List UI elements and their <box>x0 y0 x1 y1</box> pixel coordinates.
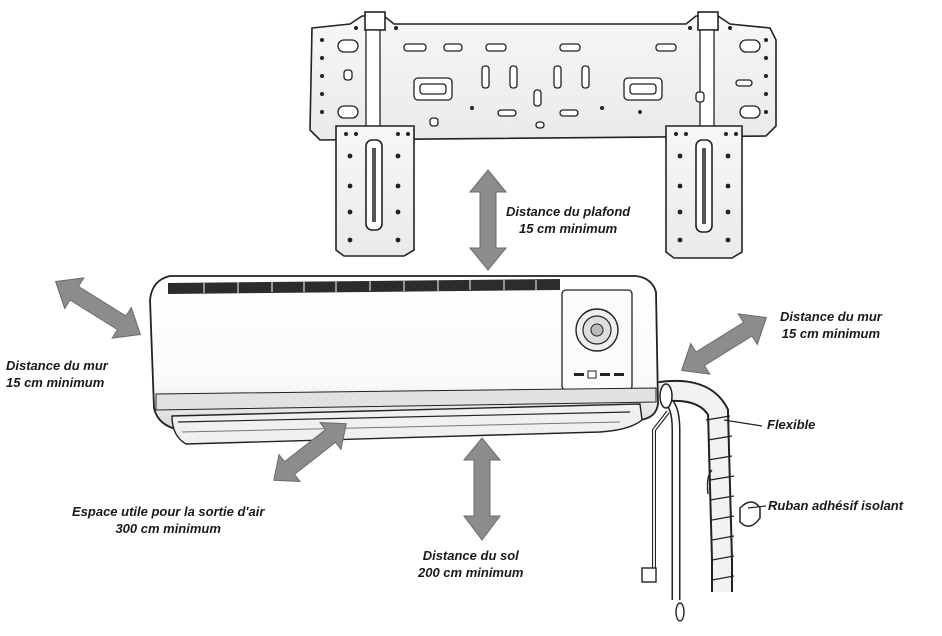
ceiling-distance-title: Distance du plafond <box>506 204 631 219</box>
air-outlet-space-title: Espace utile pour la sortie d'air <box>72 504 265 519</box>
wall-left-distance-title: Distance du mur <box>6 358 108 373</box>
indoor-unit <box>149 275 659 445</box>
ceiling-distance-value: 15 cm minimum <box>518 221 618 236</box>
insulating-tape-label: Ruban adhésif isolant <box>768 498 904 513</box>
wall-right-distance-title: Distance du mur <box>780 309 882 324</box>
wall-right-distance-label: Distance du mur 15 cm minimum <box>780 308 882 342</box>
wall-right-distance-value: 15 cm minimum <box>781 326 881 341</box>
arrow-air-outlet <box>273 422 347 482</box>
leader-lines <box>723 419 767 509</box>
ceiling-distance-label: Distance du plafond 15 cm minimum <box>506 203 630 237</box>
wall-left-distance-value: 15 cm minimum <box>6 375 105 390</box>
air-outlet-space-label: Espace utile pour la sortie d'air 300 cm… <box>72 503 264 537</box>
floor-distance-title: Distance du sol <box>422 548 519 563</box>
wall-left-distance-label: Distance du mur 15 cm minimum <box>6 357 108 391</box>
plate-holes <box>337 39 761 129</box>
arrow-wall-left <box>54 277 142 339</box>
arrow-ceiling <box>468 169 508 271</box>
plate-dots <box>320 26 768 243</box>
floor-distance-label: Distance du sol 200 cm minimum <box>418 547 524 581</box>
flexible-label: Flexible <box>767 417 816 432</box>
floor-distance-value: 200 cm minimum <box>418 565 524 580</box>
arrow-wall-right <box>680 313 768 375</box>
air-outlet-space-value: 300 cm minimum <box>115 521 221 536</box>
arrow-floor <box>462 437 502 541</box>
pipe-assembly <box>641 379 761 622</box>
